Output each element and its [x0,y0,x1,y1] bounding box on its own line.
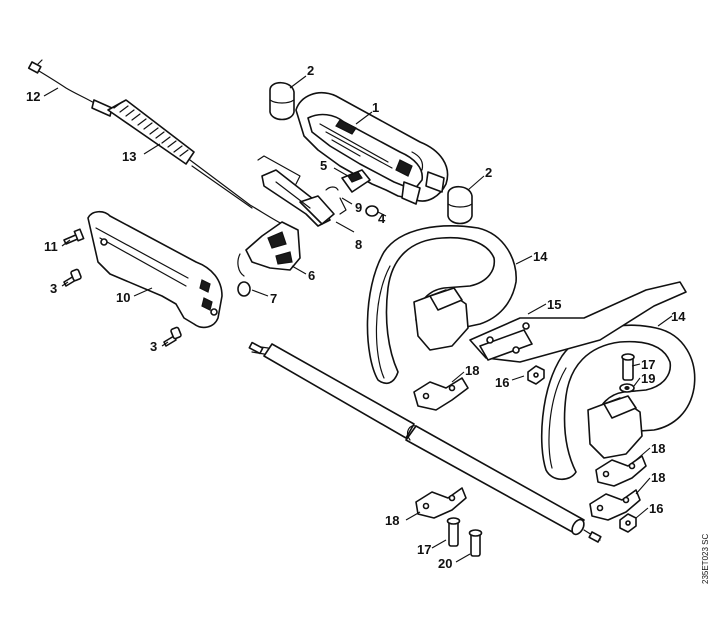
callout-16-upper: 16 [495,375,509,390]
callout-9: 9 [355,200,362,215]
callout-7: 7 [270,291,277,306]
callout-11: 11 [44,239,58,254]
reference-code: 235ET023 SC [701,534,710,584]
callout-14-right: 14 [671,309,686,324]
throttle-trigger[interactable] [261,169,335,227]
barrier-bar[interactable] [469,281,687,363]
clamp-upper[interactable] [269,81,295,121]
callout-17-lower: 17 [417,542,431,557]
callout-5: 5 [320,158,327,173]
callouts: 12 13 2 1 2 5 4 9 8 6 7 10 11 3 3 14 15 … [26,63,686,571]
callout-18-upper: 18 [465,363,479,378]
screw-3-upper[interactable] [63,268,82,287]
clamp-right[interactable] [447,185,473,225]
callout-15: 15 [547,297,561,312]
callout-12: 12 [26,89,40,104]
callout-3-upper: 3 [50,281,57,296]
callout-14-left: 14 [533,249,548,264]
clamp-plate-right-2[interactable] [589,489,641,521]
callout-3-lower: 3 [150,339,157,354]
throttle-cable[interactable] [27,59,287,227]
screw-17-lower[interactable] [446,517,461,547]
switch-slider[interactable] [341,169,371,193]
callout-2-upper: 2 [307,63,314,78]
screw-20[interactable] [468,529,483,557]
washer-19[interactable] [619,383,635,393]
callout-17-upper: 17 [641,357,655,372]
nut-upper[interactable] [527,365,545,385]
callout-18-right-2: 18 [651,470,665,485]
screw-17-upper[interactable] [621,353,635,381]
loop-handle-left[interactable] [366,225,517,385]
leader-lines [43,75,673,563]
drive-tube[interactable] [248,341,602,543]
clamp-plate-right-1[interactable] [595,455,647,487]
interlock-lever[interactable] [245,221,301,271]
o-ring[interactable] [325,186,379,217]
callout-10: 10 [116,290,130,305]
lever-spring[interactable] [237,253,251,297]
callout-18-lower: 18 [385,513,399,528]
torsion-spring[interactable] [257,155,347,215]
callout-16-lower: 16 [649,501,663,516]
callout-8: 8 [355,237,362,252]
clamp-plate-upper[interactable] [413,377,469,411]
callout-18-right-1: 18 [651,441,665,456]
clamp-plate-lower[interactable] [415,487,467,519]
callout-20: 20 [438,556,452,571]
callout-4: 4 [378,211,386,226]
callout-1: 1 [372,100,379,115]
screw-3-lower[interactable] [163,326,182,347]
callout-19: 19 [641,371,655,386]
callout-2-right: 2 [485,165,492,180]
callout-13: 13 [122,149,136,164]
nut-lower[interactable] [619,513,637,533]
control-handle-housing[interactable] [295,92,449,205]
callout-6: 6 [308,268,315,283]
rear-handle[interactable] [87,210,223,329]
cable-spring[interactable] [107,99,195,165]
